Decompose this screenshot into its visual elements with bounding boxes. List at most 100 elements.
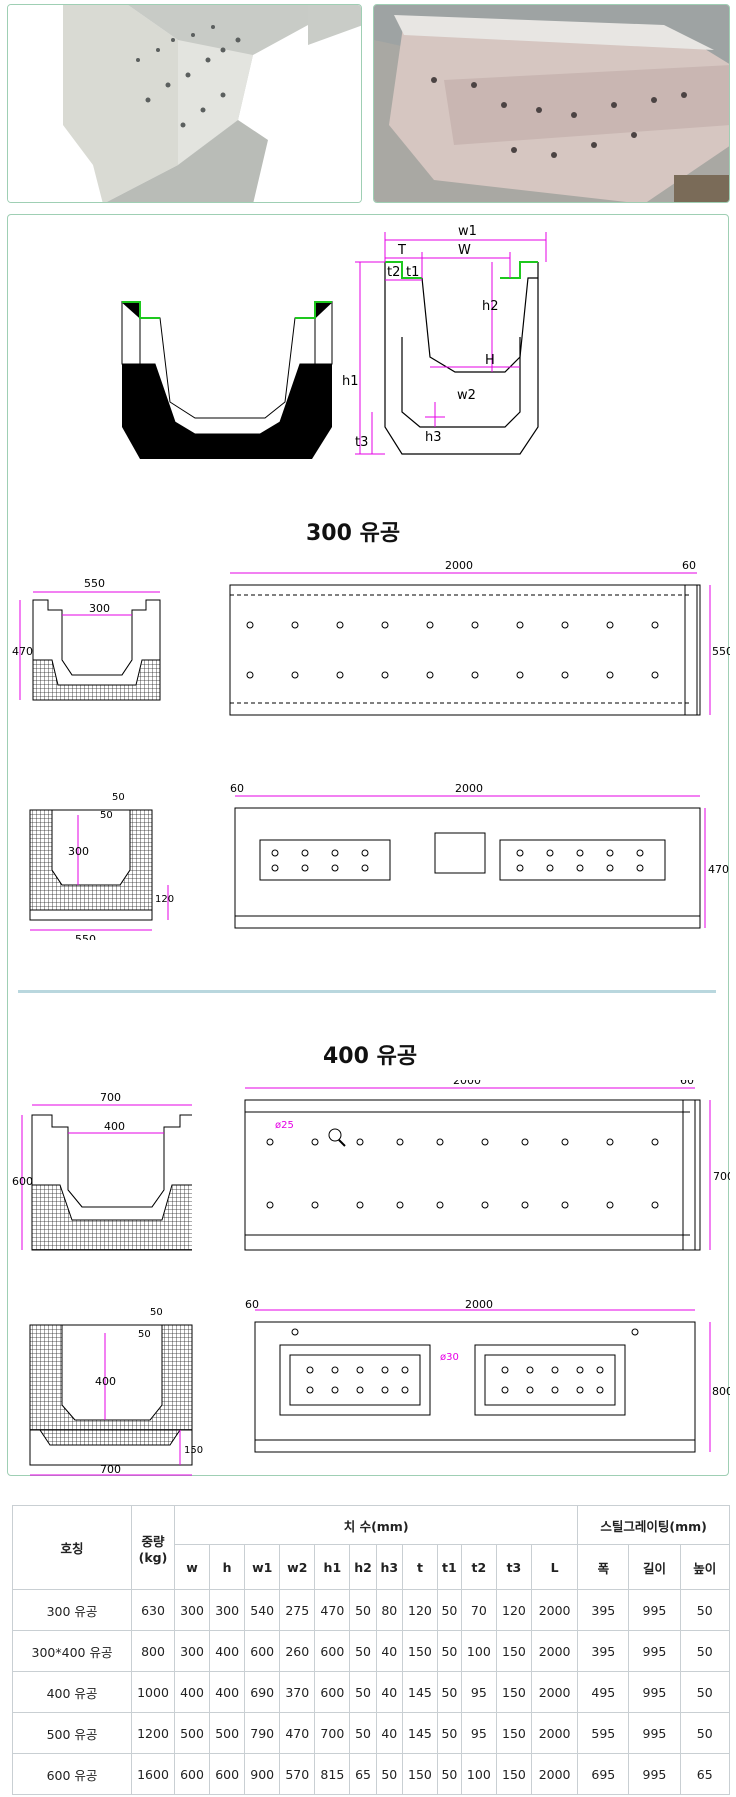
back-view-300: 300 50 50 120 550: [29, 792, 174, 940]
dim-header-w: w: [173, 1544, 211, 1590]
dim-header-L: L: [530, 1544, 579, 1590]
dim-400-back-h2: 50: [138, 1329, 151, 1340]
grating-header: 높이: [679, 1544, 731, 1590]
table-cell: 900: [244, 1753, 281, 1795]
table-cell: 2000: [530, 1753, 579, 1795]
table-cell: 50: [436, 1671, 462, 1713]
dim-label-h2: h2: [482, 299, 499, 314]
table-cell: 300: [173, 1589, 211, 1631]
table-cell: 600: [209, 1753, 246, 1795]
dim-400-side-length: 2000: [465, 1300, 493, 1311]
table-cell: 595: [577, 1712, 630, 1754]
back-view-400: 400 50 50 150 700: [29, 1307, 203, 1476]
dim-300-back-h2: 50: [100, 810, 113, 821]
front-view-300: 550 300 470: [12, 577, 161, 701]
table-cell: 50: [436, 1712, 462, 1754]
dim-header-w2: w2: [279, 1544, 316, 1590]
dim-300-inner: 300: [89, 602, 110, 615]
table-cell: 600: [314, 1671, 351, 1713]
table-cell: 145: [401, 1712, 438, 1754]
side-view-300: 60 2000 470: [230, 782, 729, 929]
dim-400-side-hole: ø30: [440, 1352, 459, 1363]
dim-400-side-offset: 60: [245, 1300, 259, 1311]
table-cell: 800: [131, 1630, 175, 1672]
table-cell: 2000: [530, 1671, 579, 1713]
table-cell: 300*400 유공: [12, 1630, 132, 1672]
dim-header-t2: t2: [460, 1544, 497, 1590]
table-cell: 40: [375, 1630, 403, 1672]
schematic-dimension-section: [384, 261, 539, 455]
dim-header-h: h: [209, 1544, 246, 1590]
table-cell: 145: [401, 1671, 438, 1713]
table-cell: 500 유공: [12, 1712, 132, 1754]
dim-400-inner: 400: [104, 1120, 125, 1133]
dim-400-back-width: 700: [100, 1463, 121, 1476]
table-cell: 370: [279, 1671, 316, 1713]
grating-header: 폭: [577, 1544, 630, 1590]
table-cell: 50: [349, 1712, 377, 1754]
product-photo-left: [7, 4, 362, 203]
dim-header-t1: t1: [436, 1544, 462, 1590]
table-cell: 540: [244, 1589, 281, 1631]
dim-400-back-inner: 400: [95, 1375, 116, 1388]
top-view-400: 2000 60 700 ø25: [244, 1080, 730, 1251]
dim-300-side-height: 470: [708, 863, 729, 876]
dim-label-t1: t1: [406, 265, 419, 280]
table-cell: 150: [401, 1753, 438, 1795]
dim-300-back-t: 50: [112, 792, 125, 803]
dim-300-length: 2000: [445, 559, 473, 572]
table-cell: 260: [279, 1630, 316, 1672]
table-cell: 100: [460, 1630, 497, 1672]
product-photo-right: [373, 4, 730, 203]
table-cell: 120: [401, 1589, 438, 1631]
table-cell: 700: [314, 1712, 351, 1754]
dim-400-side-height: 800: [712, 1385, 730, 1398]
table-cell: 400: [173, 1671, 211, 1713]
dim-label-t3: t3: [355, 435, 368, 450]
table-cell: 395: [577, 1589, 630, 1631]
dim-300-back-inner: 300: [68, 845, 89, 858]
dim-header-w1: w1: [244, 1544, 281, 1590]
table-cell: 150: [401, 1630, 438, 1672]
dim-300-end: 60: [682, 559, 696, 572]
table-cell: 2000: [530, 1712, 579, 1754]
dim-300-topwidth: 550: [712, 645, 730, 658]
table-cell: 50: [349, 1589, 377, 1631]
dim-400-back-bottom: 150: [184, 1445, 203, 1456]
dim-300-side-offset: 60: [230, 782, 244, 795]
table-cell: 995: [628, 1753, 681, 1795]
table-cell: 2000: [530, 1589, 579, 1631]
dim-400-topwidth: 700: [713, 1170, 730, 1183]
section-title-400: 400 유공: [323, 1044, 418, 1069]
dim-header-h2: h2: [349, 1544, 377, 1590]
table-cell: 150: [495, 1630, 532, 1672]
dim-400-width: 700: [100, 1091, 121, 1104]
table-cell: 65: [679, 1753, 731, 1795]
front-view-400: 700 400 600: [12, 1091, 192, 1251]
table-cell: 995: [628, 1671, 681, 1713]
drawing-panel: [7, 214, 729, 1476]
table-cell: 815: [314, 1753, 351, 1795]
table-cell: 150: [495, 1753, 532, 1795]
table-cell: 600: [173, 1753, 211, 1795]
dim-header-h1: h1: [314, 1544, 351, 1590]
grating-header: 길이: [628, 1544, 681, 1590]
header-grating: 스틸그레이팅(mm): [577, 1505, 730, 1545]
table-cell: 120: [495, 1589, 532, 1631]
schematic-diagrams: w1 T W t2 t1 h2 h1 H w2 t3 h3: [121, 224, 547, 459]
table-cell: 150: [495, 1712, 532, 1754]
table-cell: 95: [460, 1712, 497, 1754]
dim-300-back-bottom: 120: [155, 894, 174, 905]
dim-header-t3: t3: [495, 1544, 532, 1590]
header-dims: 치 수(mm): [173, 1505, 579, 1545]
table-cell: 995: [628, 1589, 681, 1631]
table-cell: 695: [577, 1753, 630, 1795]
dim-300-width: 550: [84, 577, 105, 590]
schematic-filled-section: [121, 300, 333, 459]
dim-300-side-length: 2000: [455, 782, 483, 795]
header-name: 호칭: [12, 1505, 132, 1590]
